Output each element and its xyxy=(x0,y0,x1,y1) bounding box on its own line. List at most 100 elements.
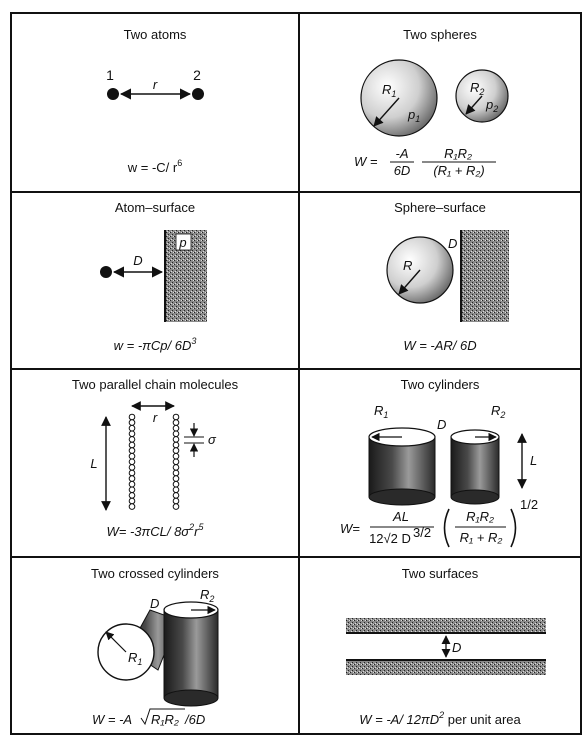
chain-bead xyxy=(172,480,180,488)
table-grid xyxy=(10,12,582,735)
chain-bead xyxy=(128,464,136,471)
surface-block xyxy=(461,230,509,322)
atom-2 xyxy=(192,88,204,100)
cylinder-1-body xyxy=(369,437,435,497)
chain-bead xyxy=(128,480,136,488)
distance-label: D xyxy=(448,236,457,251)
chain-bead xyxy=(128,486,136,494)
chain-bead xyxy=(128,475,136,482)
formula: W= AL 12√2 D 3/2 R₁R₂ R₁ + R₂ 1/2 xyxy=(340,497,538,548)
chain-spacing-label: r xyxy=(153,410,158,425)
cylinder-2-radius-label: R2 xyxy=(200,587,214,604)
cell-title: Atom–surface xyxy=(115,200,195,215)
svg-text:R₁R₂: R₁R₂ xyxy=(444,146,472,161)
chain-bead xyxy=(172,447,180,454)
formula: W = -A 6D R₁R₂ (R₁ + R₂) xyxy=(354,146,496,178)
lower-surface xyxy=(346,660,546,675)
separation-label: r xyxy=(153,77,158,92)
svg-text:12√2 D: 12√2 D xyxy=(369,531,411,546)
svg-text:1/2: 1/2 xyxy=(520,497,538,512)
chain-bead xyxy=(172,469,180,477)
chain-bead xyxy=(172,492,180,499)
chain-bead xyxy=(128,436,136,443)
upper-surface xyxy=(346,618,546,633)
cylinder-2-body xyxy=(164,610,218,698)
svg-text:W=: W= xyxy=(340,521,360,536)
svg-text:3/2: 3/2 xyxy=(413,525,431,540)
svg-text:W = -A: W = -A xyxy=(92,712,132,727)
cell-title: Two atoms xyxy=(124,27,187,42)
chain-bead xyxy=(172,430,180,438)
formula: W= -3πCL/ 8σ2r5 xyxy=(106,522,204,539)
density-1-label: p1 xyxy=(407,107,420,124)
cell-two-spheres: Two spheres R1 p1 R2 p2 W = -A 6D R₁R₂ (… xyxy=(354,27,509,178)
svg-text:(R₁ + R₂): (R₁ + R₂) xyxy=(433,163,484,178)
svg-text:R₁R₂: R₁R₂ xyxy=(151,712,179,727)
chain-bead xyxy=(172,475,180,482)
chain-bead xyxy=(172,413,180,421)
chain-bead xyxy=(172,464,180,471)
cell-title: Two spheres xyxy=(403,27,477,42)
chain-bead xyxy=(128,430,136,438)
chain-bead xyxy=(172,497,180,505)
gap-label: D xyxy=(150,596,159,611)
formula: W = -A R₁R₂ /6D xyxy=(92,708,205,727)
cell-title: Sphere–surface xyxy=(394,200,486,215)
chain-length-label: L xyxy=(90,456,97,471)
svg-text:W =: W = xyxy=(354,154,378,169)
chain-bead xyxy=(128,503,136,510)
atom-1-label: 1 xyxy=(106,67,114,83)
chain-bead xyxy=(172,452,180,460)
radius-1-arrow xyxy=(373,97,400,127)
formula: w = -πCp/ 6D3 xyxy=(114,336,197,353)
length-label: L xyxy=(530,453,537,468)
cell-title: Two crossed cylinders xyxy=(91,566,219,581)
svg-text:R₁R₂: R₁R₂ xyxy=(466,509,494,524)
cell-title: Two parallel chain molecules xyxy=(72,377,239,392)
chain-bead xyxy=(172,441,180,449)
chain-right xyxy=(172,413,180,510)
cell-title: Two cylinders xyxy=(401,377,480,392)
formula: W = -A/ 12πD2 per unit area xyxy=(359,710,521,727)
chain-bead xyxy=(172,503,180,510)
radius-arrow xyxy=(398,269,421,295)
chain-bead xyxy=(172,486,180,494)
formula: W = -AR/ 6D xyxy=(403,338,476,353)
cylinder-1-radius xyxy=(105,631,127,653)
radius-2-arrow xyxy=(465,95,483,115)
distance-label: D xyxy=(133,253,142,268)
formula-exponent: 6 xyxy=(177,158,182,168)
cylinder-2-radius-label: R2 xyxy=(491,403,505,420)
interaction-table: Two atoms 1 2 r w = -C/ r6 Two spheres R… xyxy=(10,12,582,735)
chain-bead xyxy=(172,424,180,432)
svg-text:AL: AL xyxy=(392,509,409,524)
density-label-box xyxy=(175,233,192,251)
formula-main: w = -C/ r xyxy=(127,160,178,175)
chain-left xyxy=(128,413,136,510)
chain-bead xyxy=(128,441,136,449)
cylinder-1-radius-label: R1 xyxy=(128,650,142,667)
density-label: p xyxy=(178,235,186,250)
chain-bead xyxy=(128,497,136,505)
chain-bead xyxy=(128,469,136,477)
interaction-diagram: Two atoms 1 2 r w = -C/ r6 Two spheres R… xyxy=(10,12,582,735)
chain-bead xyxy=(128,413,136,421)
chain-bead xyxy=(172,436,180,443)
cell-crossed-cylinders: Two crossed cylinders R1 D R2 W = -A R₁R… xyxy=(91,566,219,727)
cell-two-cylinders: Two cylinders R1 D R2 L W= AL 12√2 D 3/2… xyxy=(340,377,538,548)
density-2-label: p2 xyxy=(485,97,498,114)
chain-bead xyxy=(128,492,136,499)
cell-parallel-chains: Two parallel chain molecules r L σ W= -3… xyxy=(72,377,239,539)
atom-2-label: 2 xyxy=(193,67,201,83)
svg-text:R₁ + R₂: R₁ + R₂ xyxy=(460,530,503,545)
gap-label: D xyxy=(452,640,461,655)
radius-2-label: R2 xyxy=(470,80,484,97)
cell-title: Two surfaces xyxy=(402,566,479,581)
sigma-label: σ xyxy=(208,432,217,447)
gap-label: D xyxy=(437,417,446,432)
cell-atom-surface: Atom–surface p D w = -πCp/ 6D3 xyxy=(100,200,207,353)
cylinder-2-body xyxy=(451,437,499,497)
cell-sphere-surface: Sphere–surface R D W = -AR/ 6D xyxy=(386,200,509,353)
radius-label: R xyxy=(403,258,412,273)
cylinder-1-radius-label: R1 xyxy=(374,403,388,420)
